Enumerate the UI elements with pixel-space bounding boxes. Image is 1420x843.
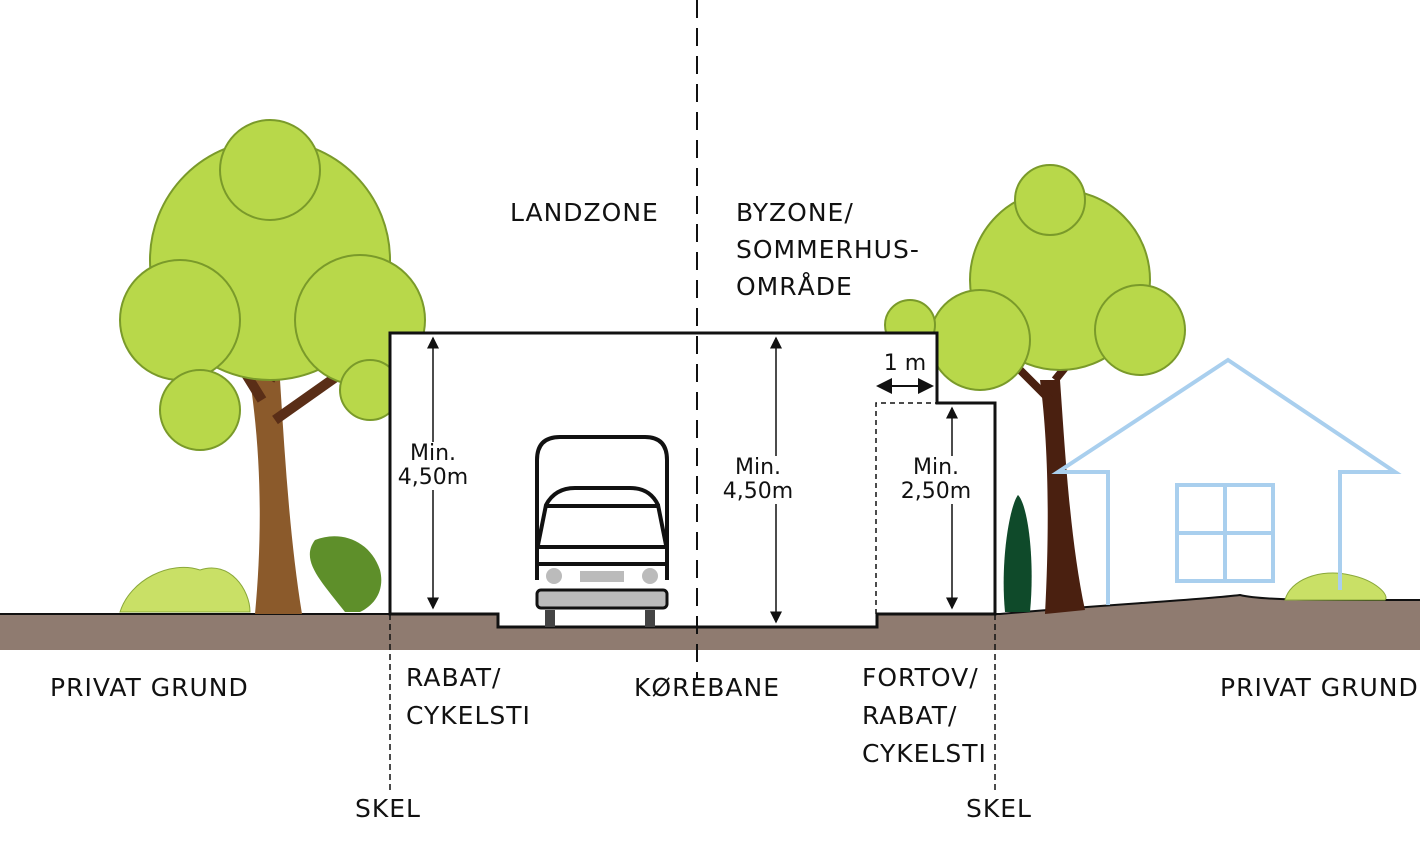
byzone-label-line2: SOMMERHUS-	[736, 235, 920, 264]
fortov-label-line3: CYKELSTI	[862, 739, 987, 768]
private-ground-left-label: PRIVAT GRUND	[50, 673, 249, 702]
truck-front-icon	[535, 435, 669, 627]
rabat-left-label-line2: CYKELSTI	[406, 701, 531, 730]
right-height-label: Min.2,50m	[898, 456, 974, 504]
fortov-label-line1: FORTOV/	[862, 663, 979, 692]
byzone-label-line3: OMRÅDE	[736, 272, 853, 301]
center-height-label: Min.4,50m	[720, 456, 796, 504]
house-illustration	[1051, 357, 1402, 605]
rabat-left-label-line1: RABAT/	[406, 663, 502, 692]
left-height-label: Min.4,50m	[395, 442, 471, 490]
landzone-label: LANDZONE	[510, 198, 659, 227]
korebane-label: KØREBANE	[634, 673, 780, 702]
offset-label: 1 m	[880, 352, 930, 376]
private-ground-right-label: PRIVAT GRUND	[1220, 673, 1419, 702]
fortov-label-line2: RABAT/	[862, 701, 958, 730]
skel-left-label: SKEL	[355, 794, 421, 823]
byzone-label-line1: BYZONE/	[736, 198, 854, 227]
skel-right-label: SKEL	[966, 794, 1032, 823]
left-tree-illustration	[119, 119, 426, 614]
